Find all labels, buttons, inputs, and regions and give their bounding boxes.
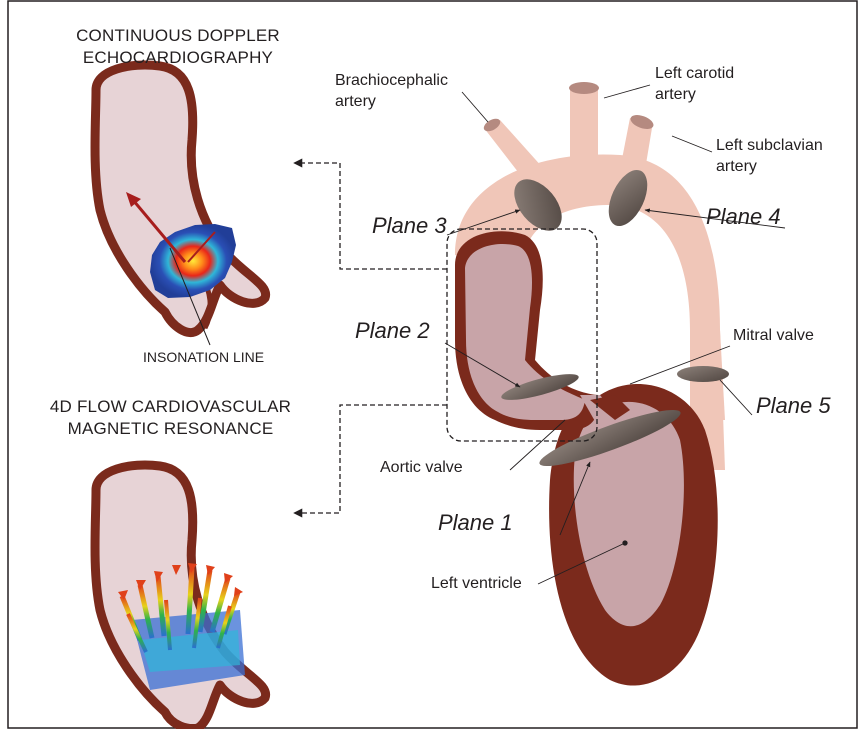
plane-1-label: Plane 1 [438,510,513,536]
4d-flow-heart-illustration [95,465,266,728]
doppler-heart-illustration [95,65,266,345]
left-ventricle-label: Left ventricle [431,573,522,594]
4d-flow-title: 4D FLOW CARDIOVASCULAR MAGNETIC RESONANC… [8,396,333,440]
leader-left-carotid [604,85,650,98]
left-carotid-artery-opening [569,82,599,94]
aortic-valve-label: Aortic valve [380,457,463,478]
doppler-title: CONTINUOUS DOPPLER ECHOCARDIOGRAPHY [28,25,328,69]
plane-4-label: Plane 4 [706,204,781,230]
leader-left-subclavian [672,136,712,152]
plane-2-label: Plane 2 [355,318,430,344]
heart [455,231,718,685]
mitral-valve-label: Mitral valve [733,325,814,346]
plane-5-disc [677,366,729,382]
left-ventricle-point [623,541,627,545]
leader-brachiocephalic [462,92,488,122]
plane-5-label: Plane 5 [756,393,831,419]
insonation-line-label: INSONATION LINE [143,347,264,368]
leader-plane-5 [720,380,752,415]
left-carotid-artery-label: Left carotid artery [655,63,734,105]
left-subclavian-artery-label: Left subclavian artery [716,135,823,177]
plane-3-label: Plane 3 [372,213,447,239]
brachiocephalic-artery-label: Brachiocephalic artery [335,70,448,112]
left-carotid-artery [570,88,598,175]
